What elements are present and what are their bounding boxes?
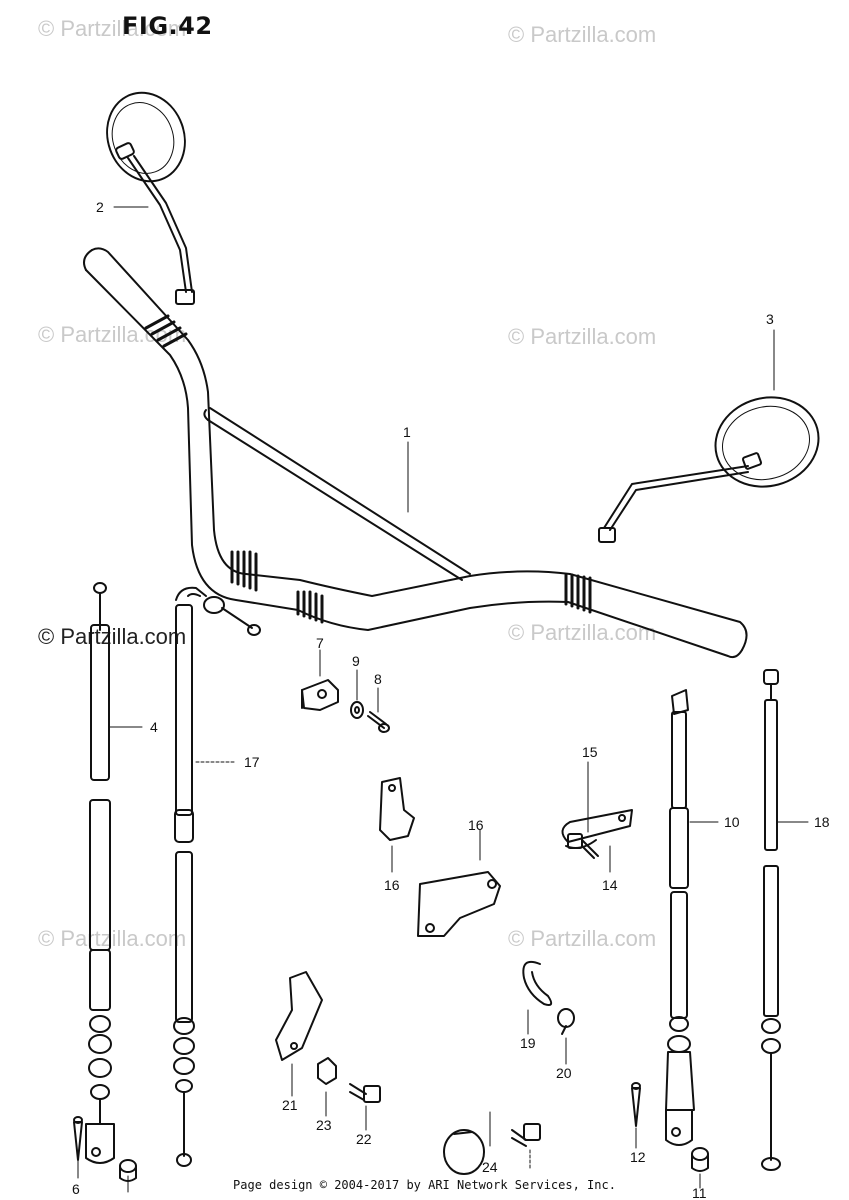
leader-lines [77, 206, 809, 1193]
nut-23 [317, 1057, 337, 1085]
callout-2: 2 [96, 199, 104, 215]
clevis-pin-11 [691, 1147, 709, 1172]
cotter-pin-12 [631, 1082, 641, 1127]
callout-20: 20 [556, 1065, 572, 1081]
screw [367, 711, 390, 733]
callout-16-upper: 16 [384, 877, 400, 893]
bolt-22 [349, 1083, 381, 1103]
watermark: © Partzilla.com [38, 16, 187, 41]
cable-strap [561, 809, 633, 849]
bracket-21 [275, 971, 323, 1061]
watermark: © Partzilla.com [38, 624, 187, 649]
spring-clip [522, 960, 553, 1006]
handlebar [83, 247, 748, 659]
clutch-cable [85, 582, 115, 1164]
callout-23: 23 [316, 1117, 332, 1133]
watermark: © Partzilla.com [508, 22, 657, 47]
cable-18 [761, 669, 781, 1171]
watermark: © Partzilla.com [508, 324, 657, 349]
callout-17: 17 [244, 754, 260, 770]
right-mirror [598, 396, 820, 543]
page-footer: Page design © 2004-2017 by ARI Network S… [233, 1178, 616, 1192]
callout-11: 11 [692, 1185, 707, 1200]
callout-3: 3 [766, 311, 774, 327]
callout-12: 12 [630, 1149, 646, 1165]
throttle-cable [173, 586, 261, 1167]
watermark: © Partzilla.com [38, 926, 187, 951]
cotter-pin [73, 1116, 83, 1161]
front-brake-cable [665, 689, 695, 1146]
clip-ring [443, 1129, 485, 1175]
callout-24: 24 [482, 1159, 498, 1175]
callout-1: 1 [403, 424, 411, 440]
left-mirror [106, 91, 195, 305]
callout-16: 16 [468, 817, 484, 833]
cable-clamp [301, 679, 339, 711]
callout-19: 19 [520, 1035, 536, 1051]
callout-4: 4 [150, 719, 158, 735]
bolt-22b [511, 1123, 541, 1147]
callout-8: 8 [374, 671, 382, 687]
callout-18: 18 [814, 814, 830, 830]
bracket-plate [417, 871, 501, 937]
callout-21: 21 [282, 1097, 298, 1113]
callout-14: 14 [602, 877, 618, 893]
callout-15: 15 [582, 744, 598, 760]
callout-6: 6 [72, 1181, 80, 1197]
washer [350, 701, 364, 719]
callout-9: 9 [352, 653, 360, 669]
watermark: © Partzilla.com [508, 926, 657, 951]
callout-7: 7 [316, 635, 324, 651]
watermark: © Partzilla.com [38, 322, 187, 347]
screw-20 [557, 1008, 575, 1035]
bracket-upper [379, 777, 415, 841]
callout-10: 10 [724, 814, 740, 830]
figure-title: FIG.42 [122, 12, 213, 40]
callout-22: 22 [356, 1131, 372, 1147]
